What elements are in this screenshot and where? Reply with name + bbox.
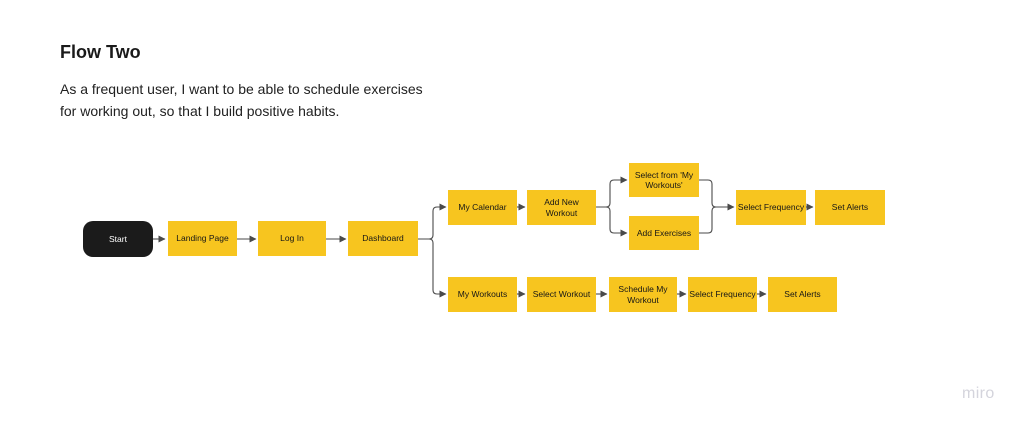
user-story-line-2: for working out, so that I build positiv… [60, 103, 340, 119]
connector-addexercises-merge [699, 206, 717, 234]
connector-selectfrom-merge [699, 179, 735, 211]
miro-watermark: miro [962, 385, 995, 402]
flow-node-landing-page[interactable]: Landing Page [168, 221, 237, 256]
page-title: Flow Two [60, 42, 141, 62]
flow-node-log-in[interactable]: Log In [258, 221, 326, 256]
user-story: As a frequent user, I want to be able to… [60, 78, 423, 122]
flow-node-select-frequency-upper[interactable]: Select Frequency [736, 190, 806, 225]
flow-node-my-calendar[interactable]: My Calendar [448, 190, 517, 225]
flow-node-schedule-my-workout[interactable]: Schedule My Workout [609, 277, 677, 312]
connector-addnew-selectfrom [596, 176, 628, 208]
connector-dashboard-my-workouts [418, 238, 447, 298]
user-story-line-1: As a frequent user, I want to be able to… [60, 81, 423, 97]
flow-node-select-workout[interactable]: Select Workout [527, 277, 596, 312]
flow-node-start[interactable]: Start [83, 221, 153, 257]
flow-node-select-frequency-lower[interactable]: Select Frequency [688, 277, 757, 312]
connector-dashboard-my-calendar [418, 203, 447, 240]
connector-addnew-addexercises [596, 206, 628, 237]
flow-node-set-alerts-lower[interactable]: Set Alerts [768, 277, 837, 312]
flow-node-set-alerts-upper[interactable]: Set Alerts [815, 190, 885, 225]
flow-node-dashboard[interactable]: Dashboard [348, 221, 418, 256]
flow-node-my-workouts[interactable]: My Workouts [448, 277, 517, 312]
flow-node-add-exercises[interactable]: Add Exercises [629, 216, 699, 250]
flow-node-select-from-my-workouts[interactable]: Select from 'My Workouts' [629, 163, 699, 197]
flow-node-add-new-workout[interactable]: Add New Workout [527, 190, 596, 225]
